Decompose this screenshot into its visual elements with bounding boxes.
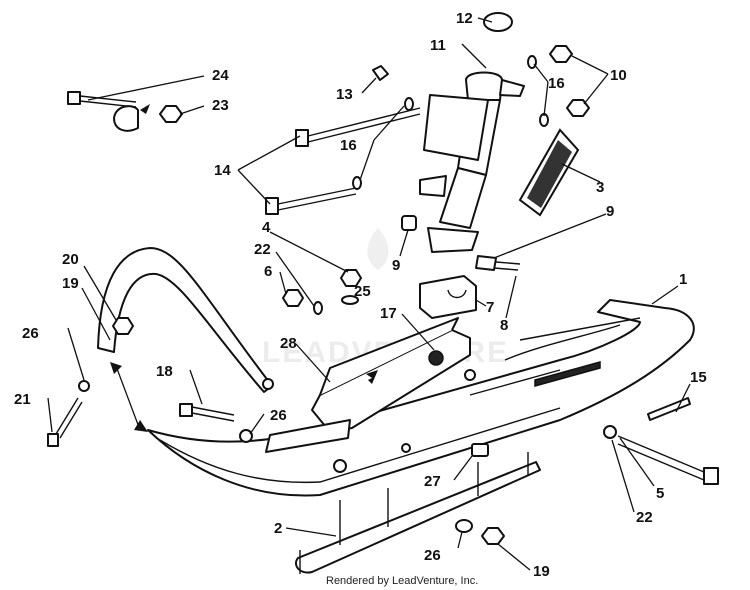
callout-22b: 22 [636,509,653,526]
spindle-part [419,71,525,253]
arrow-icon [134,420,148,432]
bolt-part [47,397,83,447]
callout-26a: 26 [22,325,39,342]
watermark-flame-icon [367,228,389,270]
nut-part [481,527,505,545]
nut-part [549,45,573,63]
callout-19a: 19 [62,275,79,292]
callout-11: 11 [430,37,446,54]
washer-part [404,97,414,111]
callout-9b: 9 [606,203,614,220]
callout-26c: 26 [424,547,441,564]
washer-part [341,295,359,305]
callout-20: 20 [62,251,79,268]
nut-part [340,269,362,287]
bolt-part [67,91,137,108]
callout-10: 10 [610,67,627,84]
callout-22a: 22 [254,241,271,258]
callout-12: 12 [456,10,473,27]
callout-23: 23 [212,97,229,114]
washer-part [455,519,473,533]
nut-part [159,105,183,123]
washer-part [428,350,444,366]
ski-handle-part [97,247,274,393]
callout-14: 14 [214,162,231,179]
nut-part [282,289,304,307]
cap-part [483,12,513,32]
bolt-part [179,403,235,422]
bolt-part [617,435,719,485]
nut-part [471,443,489,457]
callout-28: 28 [280,335,297,352]
washer-part [78,380,90,392]
arrow-icon [110,362,122,374]
screw-part [372,65,389,81]
bushing-part [401,215,417,231]
callout-13: 13 [336,86,353,103]
arrow-icon [356,370,378,386]
callout-16b: 16 [340,137,357,154]
callout-26b: 26 [270,407,287,424]
block-part [419,275,477,319]
leader-lines [47,17,691,571]
nut-part [112,317,134,335]
cotter-pin-part [647,397,691,421]
washer-part [527,55,537,69]
callout-19b: 19 [533,563,550,580]
credit-text: Rendered by LeadVenture, Inc. [326,575,478,587]
callout-15: 15 [690,369,707,386]
callout-labels: 1 2 3 4 5 6 7 8 9 9 10 11 12 13 14 15 16… [14,10,707,580]
callout-3: 3 [596,179,604,196]
bolt-part [265,107,421,215]
nut-part [566,99,590,117]
washer-part [313,301,323,315]
callout-17: 17 [380,305,397,322]
washer-part [603,425,617,439]
callout-5: 5 [656,485,664,502]
callout-18: 18 [156,363,173,380]
callout-1: 1 [679,271,687,288]
callout-24: 24 [212,67,229,84]
washer-part [239,429,253,443]
washer-part [352,176,362,190]
callout-21: 21 [14,391,31,408]
callout-16a: 16 [548,75,565,92]
bushing-part [475,255,497,271]
bumper-part [113,105,139,132]
callout-25: 25 [354,283,371,300]
arrow-icon [140,104,150,114]
callout-7: 7 [486,299,494,316]
wear-bar-part [294,452,541,574]
callout-27: 27 [424,473,441,490]
callout-9a: 9 [392,257,400,274]
callout-8: 8 [500,317,508,334]
decal-part [518,128,580,217]
callout-2: 2 [274,520,282,537]
callout-6: 6 [264,263,272,280]
callout-4: 4 [262,219,271,236]
